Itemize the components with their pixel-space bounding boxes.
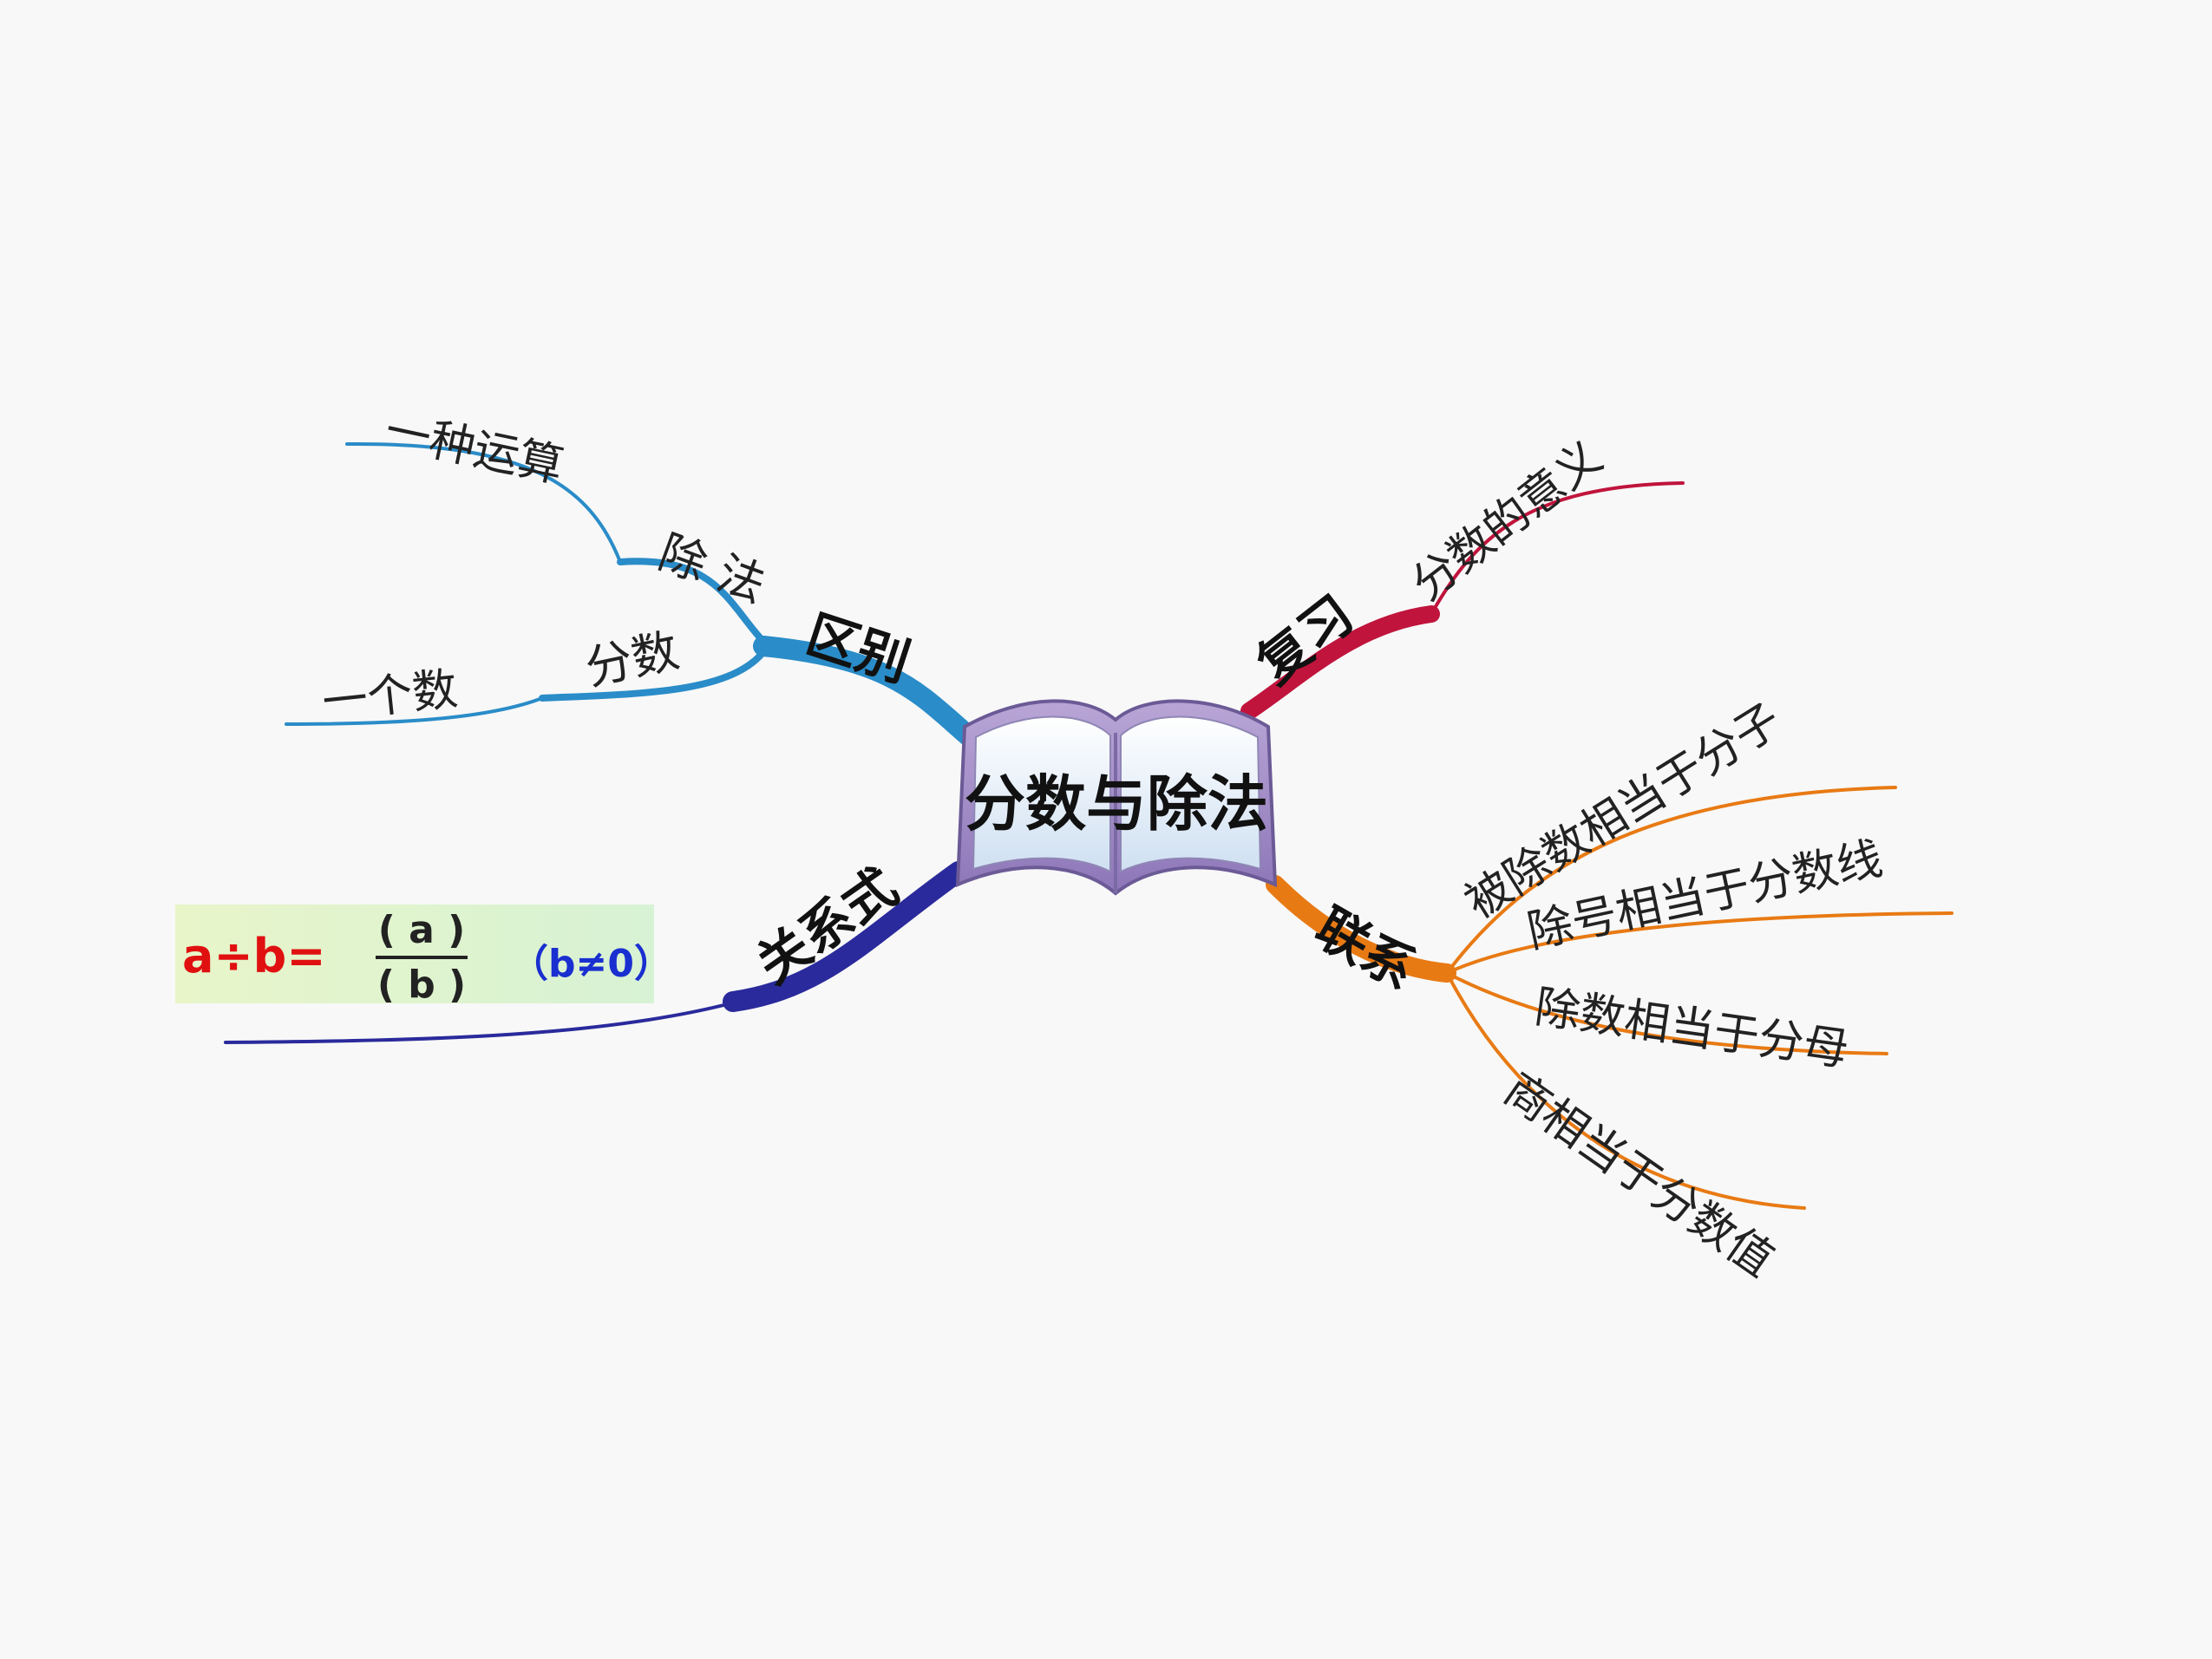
branch-review (1240, 481, 1685, 720)
connector-division (617, 558, 771, 650)
branch-difference (285, 441, 980, 748)
formula-box: a÷b= ( a ) ( b ) （b≠0） (175, 905, 672, 1007)
center-title: 分数与除法 (965, 767, 1268, 839)
formula-condition: （b≠0） (510, 942, 672, 986)
formula-numerator: ( a ) (377, 908, 466, 952)
fraction-bar (376, 956, 468, 959)
book-icon (955, 699, 1278, 896)
connector-formula-main (723, 861, 969, 1012)
formula-denominator: ( b ) (376, 963, 467, 1007)
fraction-leaf: 一个数 (319, 663, 461, 729)
connector-relation-item-3 (1445, 971, 1888, 1055)
connector-fraction-leaf (285, 696, 544, 726)
connector-relation-item-4 (1445, 971, 1806, 1210)
connector-fraction (539, 643, 771, 702)
connector-review-main (1240, 605, 1440, 720)
book-right-page (1120, 715, 1262, 873)
connector-relation-item-1 (1445, 786, 1897, 975)
connector-division-leaf (345, 441, 622, 564)
connector-relation-item-2 (1445, 911, 1953, 975)
formula-fraction: ( a ) ( b ) (370, 908, 473, 1007)
branch-relation (1266, 786, 1953, 1210)
formula-lhs: a÷b= (182, 929, 326, 983)
book-left-page (972, 715, 1111, 873)
connector-review-leaf (1430, 481, 1685, 616)
branch-formula (224, 861, 969, 1044)
connector-formula-leaf (224, 1000, 739, 1044)
connector-relation-main (1266, 875, 1456, 983)
connector-difference-main (753, 636, 980, 748)
